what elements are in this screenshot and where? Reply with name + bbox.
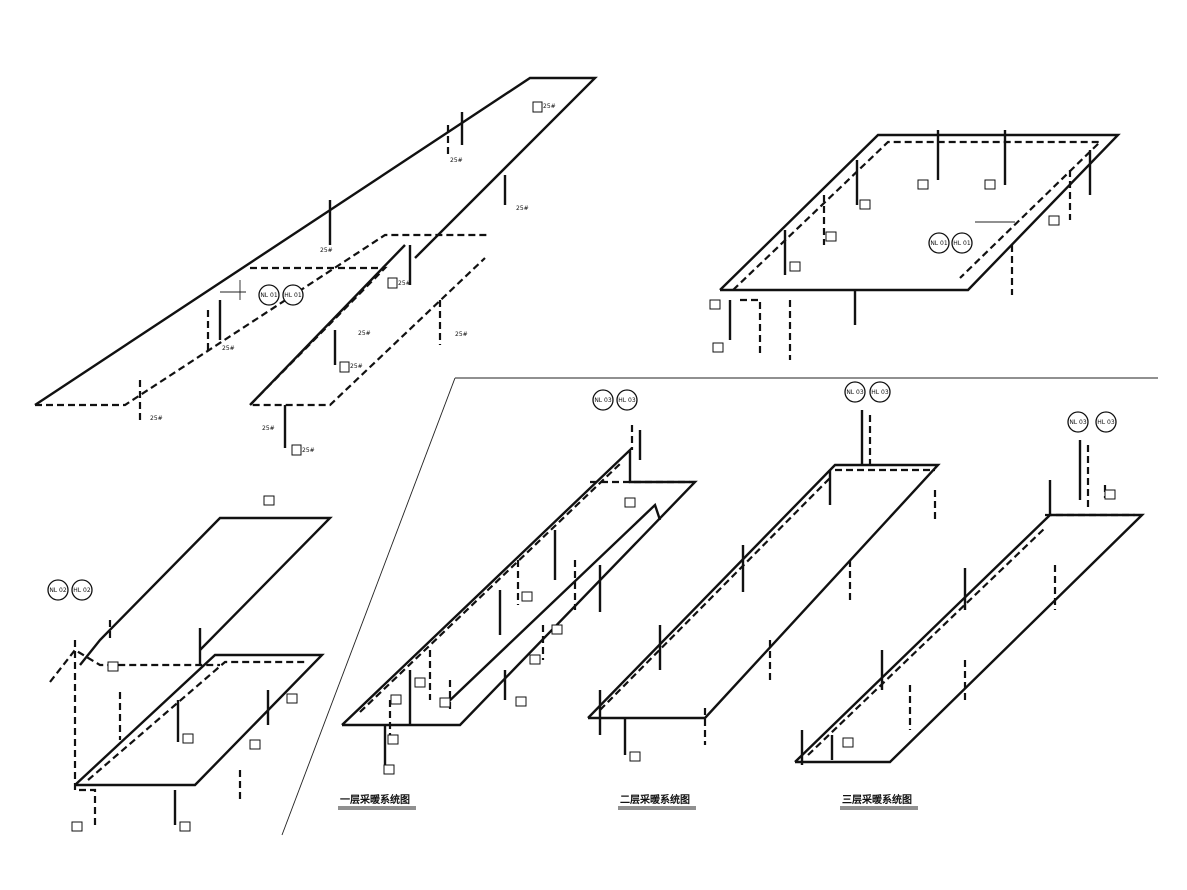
- radiator-label: 25#: [350, 363, 363, 370]
- supply-pipe: [74, 653, 325, 787]
- radiator: [291, 444, 302, 456]
- radiator-label: 25#: [516, 205, 529, 212]
- radiator: [624, 497, 636, 508]
- supply-pipe: [587, 463, 941, 720]
- section-divider: [281, 377, 456, 836]
- radiator: [107, 661, 119, 672]
- system-top-left: 25# 25# 25# 25# 25# 25# 25# 25# 25# 25# …: [34, 76, 598, 456]
- radiator: [825, 231, 837, 242]
- radiator: [383, 764, 395, 775]
- riser-label: NL 01: [930, 240, 948, 247]
- supply-pipe: [34, 76, 598, 407]
- riser-label: NL 03: [594, 397, 612, 404]
- radiator: [629, 751, 641, 762]
- radiator: [859, 199, 871, 210]
- radiator: [842, 737, 854, 748]
- radiator: [387, 734, 399, 745]
- return-pipe: [247, 257, 486, 407]
- riser-branch: [383, 425, 642, 765]
- riser-symbol: NL 03 HL 03: [1067, 411, 1117, 433]
- system-floor-1: NL 03 HL 03 一层采暖系统图: [338, 389, 698, 810]
- radiator: [286, 693, 298, 704]
- drawing-caption: 一层采暖系统图: [340, 793, 410, 806]
- system-floor-3: NL 03 HL 03 三层采暖系统图: [794, 411, 1145, 810]
- radiator: [1048, 215, 1060, 226]
- radiator-label: 25#: [455, 331, 468, 338]
- radiator-label: 25#: [398, 280, 411, 287]
- radiator: [789, 261, 801, 272]
- riser-symbol: NL 03 HL 03: [844, 381, 891, 403]
- riser-symbol: NL 01 HL 01: [258, 284, 304, 306]
- riser-symbol: NL 01 HL 01: [928, 232, 973, 254]
- radiator: [529, 654, 541, 665]
- riser-label: NL 02: [49, 587, 67, 594]
- radiator-label: 25#: [150, 415, 163, 422]
- riser-branch: [728, 130, 1092, 360]
- return-pipe: [740, 298, 762, 355]
- return-pipe: [35, 233, 488, 407]
- riser-branch: [108, 620, 270, 825]
- supply-pipe: [79, 516, 333, 666]
- supply-pipe: [444, 502, 662, 706]
- system-bottom-left: NL 02 HL 02: [47, 495, 333, 832]
- system-floor-2: NL 03 HL 03 二层采暖系统图: [587, 381, 941, 810]
- radiator-label: 25#: [262, 425, 275, 432]
- riser-label: HL 02: [73, 587, 91, 594]
- radiator: [339, 361, 350, 373]
- return-pipe: [49, 648, 220, 683]
- riser-branch: [800, 440, 1107, 765]
- riser-label: NL 01: [260, 292, 278, 299]
- radiator: [515, 696, 527, 707]
- radiator: [182, 733, 194, 744]
- return-pipe: [807, 527, 1046, 756]
- radiator-label: 25#: [320, 247, 333, 254]
- radiator-label: 25#: [302, 447, 315, 454]
- riser-label: HL 01: [284, 292, 302, 299]
- radiator: [917, 179, 929, 190]
- radiator: [390, 694, 402, 705]
- riser-branch: [598, 410, 937, 755]
- radiator: [71, 821, 83, 832]
- riser-branch: [138, 112, 507, 448]
- radiator-label: 25#: [358, 330, 371, 337]
- radiator: [439, 697, 451, 708]
- return-pipe: [73, 640, 97, 825]
- system-top-right: NL 01 HL 01: [709, 130, 1121, 360]
- return-pipe: [599, 477, 831, 711]
- return-pipe: [359, 461, 623, 713]
- radiator: [984, 179, 996, 190]
- radiator: [1104, 489, 1116, 500]
- radiator: [551, 624, 563, 635]
- riser-label: NL 03: [846, 389, 864, 396]
- radiator: [249, 739, 261, 750]
- riser-symbol: NL 02 HL 02: [47, 579, 93, 601]
- drawing-caption: 二层采暖系统图: [620, 793, 690, 806]
- supply-pipe: [719, 133, 1121, 292]
- supply-pipe: [249, 244, 406, 406]
- radiator-label: 25#: [543, 103, 556, 110]
- riser-label: HL 03: [1097, 419, 1115, 426]
- riser-label: NL 03: [1069, 419, 1087, 426]
- radiator: [709, 299, 721, 310]
- riser-symbol: NL 03 HL 03: [592, 389, 638, 411]
- riser-label: HL 01: [953, 240, 971, 247]
- radiator: [414, 677, 426, 688]
- drawing-caption: 三层采暖系统图: [842, 793, 912, 806]
- radiator: [263, 495, 275, 506]
- riser-label: HL 03: [618, 397, 636, 404]
- return-pipe: [732, 140, 1103, 291]
- radiator-label: 25#: [222, 345, 235, 352]
- radiator: [712, 342, 724, 353]
- return-pipe: [87, 660, 305, 781]
- radiator: [532, 101, 543, 113]
- radiator-label: 25#: [450, 157, 463, 164]
- riser-label: HL 03: [871, 389, 889, 396]
- supply-pipe: [794, 513, 1145, 764]
- radiator: [179, 821, 191, 832]
- radiator: [521, 591, 533, 602]
- radiator: [387, 277, 398, 289]
